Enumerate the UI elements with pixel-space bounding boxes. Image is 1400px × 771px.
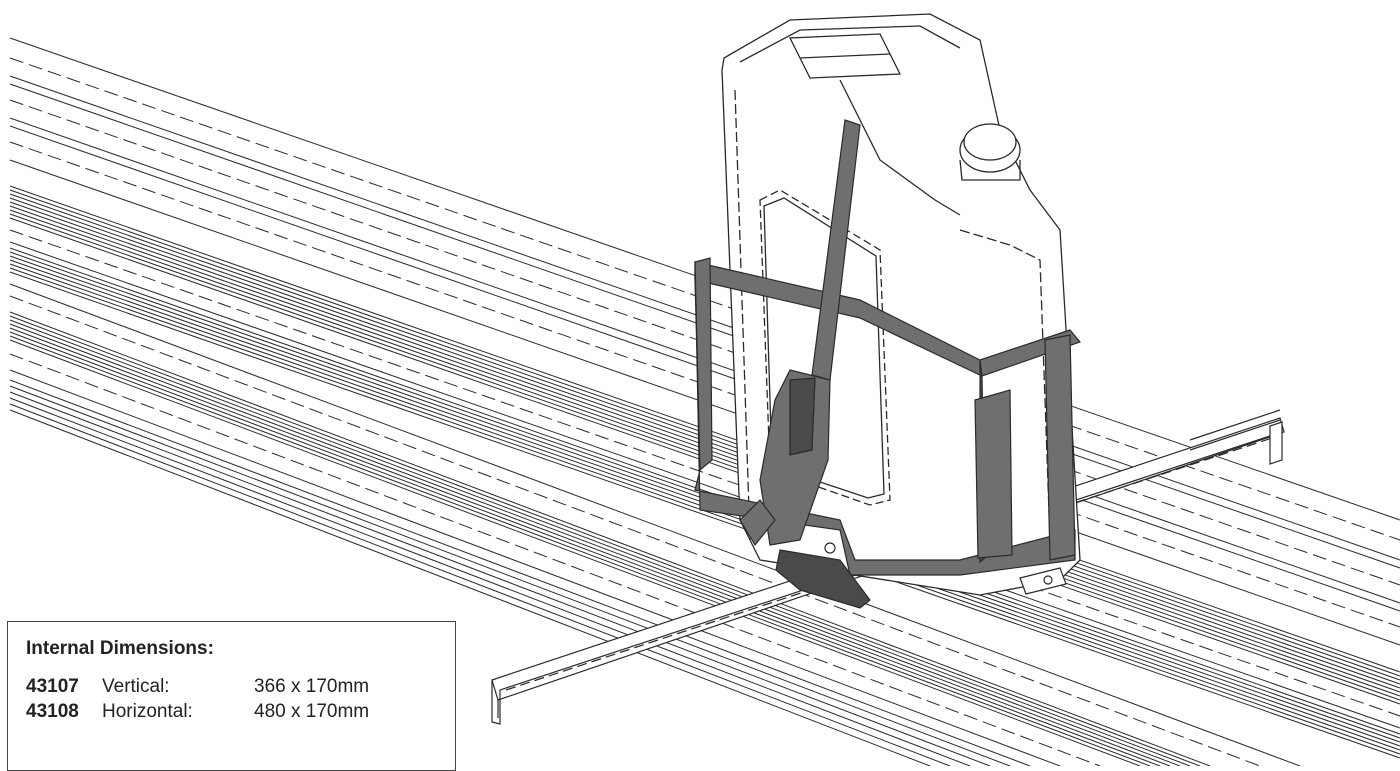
dimension-row-horizontal: 43108 Horizontal: 480 x 170mm (26, 699, 455, 724)
ratchet-strap (739, 119, 871, 609)
orientation-label: Horizontal: (102, 701, 193, 722)
internal-dimensions-box: Internal Dimensions: 43107 Vertical: 366… (7, 621, 456, 771)
dimension-value: 366 x 170mm (254, 676, 370, 697)
product-code: 43107 (26, 676, 79, 697)
dimension-value: 480 x 170mm (254, 701, 370, 722)
dimension-row-vertical: 43107 Vertical: 366 x 170mm (26, 674, 455, 699)
orientation-label: Vertical: (102, 676, 170, 697)
dimensions-title: Internal Dimensions: (26, 638, 214, 659)
mounting-foot (1019, 567, 1067, 595)
holder-straps (694, 257, 1082, 576)
product-code: 43108 (26, 701, 79, 722)
